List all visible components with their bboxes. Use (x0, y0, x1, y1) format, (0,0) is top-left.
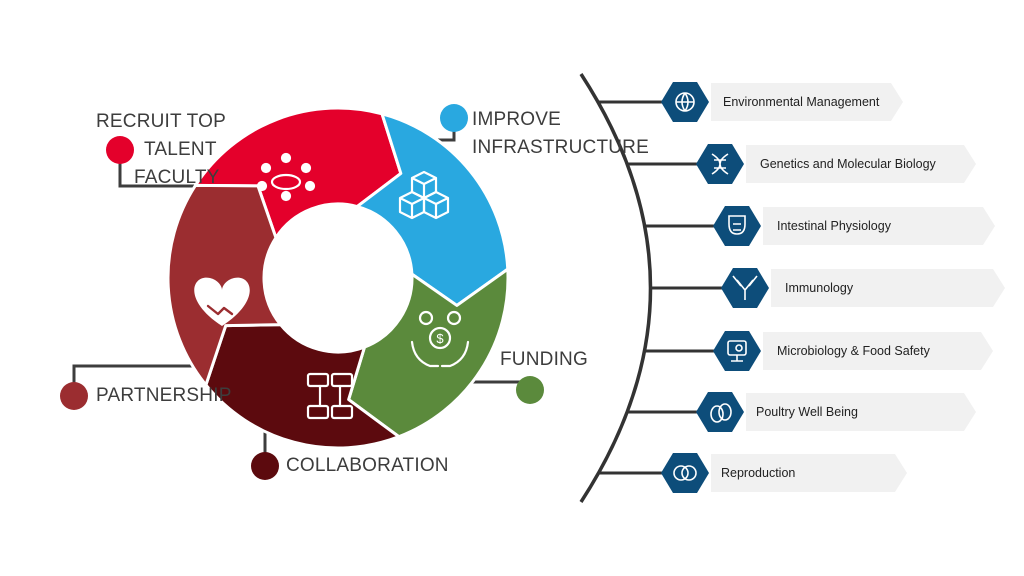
research-area-tag: Reproduction (711, 454, 907, 492)
money-hands-icon: $ (410, 310, 470, 368)
joined-hands-icon (306, 372, 354, 420)
research-area-label: Poultry Well Being (756, 405, 858, 419)
hex-badge (696, 392, 744, 432)
research-area-label: Microbiology & Food Safety (777, 344, 930, 358)
partnership-dot (60, 382, 88, 410)
research-area-label: Environmental Management (723, 95, 880, 109)
overlapping-circles-icon (673, 465, 697, 481)
microscope-screen-icon (727, 340, 747, 362)
eggs-icon (710, 403, 732, 423)
svg-text:$: $ (436, 331, 444, 346)
digestive-system-icon (728, 215, 746, 235)
research-area-tag: Intestinal Physiology (763, 207, 995, 245)
hex-badge (721, 268, 769, 308)
cubes-icon (398, 170, 450, 220)
handshake-heart-icon (194, 277, 250, 326)
research-area-tag: Poultry Well Being (746, 393, 976, 431)
funding-segment (347, 267, 510, 439)
dna-icon (711, 153, 729, 175)
funding-label: FUNDING (500, 349, 588, 370)
research-area-tag: Microbiology & Food Safety (763, 332, 993, 370)
infrastructure-label: IMPROVE INFRASTRUCTURE (472, 109, 649, 158)
globe-icon (675, 92, 695, 112)
research-area-label: Reproduction (721, 466, 796, 480)
team-meeting-icon (256, 152, 316, 202)
research-area-tag: Genetics and Molecular Biology (746, 145, 976, 183)
research-area-tag: Environmental Management (711, 83, 903, 121)
research-area-tag: Immunology (771, 269, 1005, 307)
antibody-icon (732, 275, 758, 300)
research-area-label: Intestinal Physiology (777, 219, 891, 233)
research-area-label: Genetics and Molecular Biology (760, 157, 936, 171)
collaboration-dot (251, 452, 279, 480)
hex-badge (661, 453, 709, 493)
research-area-label: Immunology (785, 281, 854, 295)
recruit-dot (106, 136, 134, 164)
funding-dot (516, 376, 544, 404)
partnership-label: PARTNERSHIP (96, 385, 232, 406)
hex-badge (713, 206, 761, 246)
infrastructure-segment (355, 112, 510, 307)
collaboration-label: COLLABORATION (286, 455, 449, 476)
recruit-label: RECRUIT TOP TALENT FACULTY (96, 111, 226, 188)
recruit-segment (193, 106, 403, 240)
infrastructure-dot (440, 104, 468, 132)
